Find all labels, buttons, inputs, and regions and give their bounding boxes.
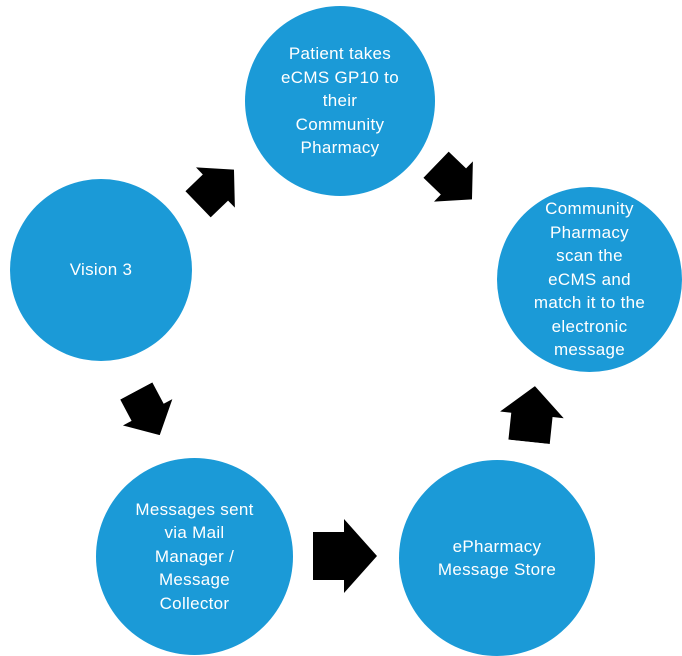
block-arrow-shape	[423, 151, 473, 202]
node-vision3: Vision 3	[10, 179, 192, 361]
node-community-pharmacy-scan: Community Pharmacy scan the eCMS and mat…	[497, 187, 682, 372]
node-label: Vision 3	[69, 260, 133, 280]
node-epharmacy-message-store: ePharmacy Message Store	[399, 460, 595, 656]
arrow-store-to-scan-icon	[497, 383, 567, 445]
arrow-messages-to-store-icon	[313, 519, 377, 593]
block-arrow-shape	[185, 167, 235, 218]
arrow-patient-to-scan-icon	[417, 144, 492, 219]
block-arrow-shape	[313, 519, 377, 593]
arrow-vision3-to-patient-icon	[179, 149, 254, 224]
node-label: ePharmacy Message Store	[437, 536, 557, 579]
block-arrow-shape	[120, 382, 173, 436]
arrow-vision3-to-messages-icon	[112, 378, 185, 448]
node-label: Patient takes eCMS GP10 to their Communi…	[281, 44, 399, 158]
node-label: Community Pharmacy scan the eCMS and mat…	[533, 199, 646, 360]
node-label: Messages sent via Mail Manager / Message…	[135, 499, 254, 613]
node-patient-takes-ecms: Patient takes eCMS GP10 to their Communi…	[245, 6, 435, 196]
node-messages-sent-mail-manager: Messages sent via Mail Manager / Message…	[96, 458, 293, 655]
block-arrow-shape	[500, 386, 564, 445]
